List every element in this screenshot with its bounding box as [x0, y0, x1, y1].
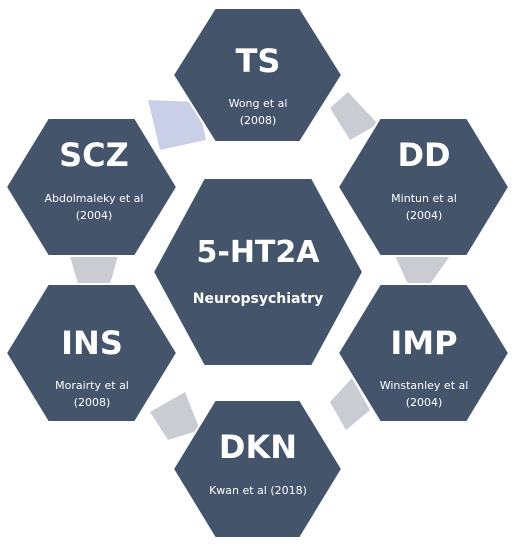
- center-subtitle: Neuropsychiatry: [193, 291, 323, 307]
- dd-ref-line2: (2004): [406, 209, 443, 222]
- dkn-ref-line1: Kwan et al (2018): [209, 484, 307, 497]
- ins-ref-line2: (2008): [74, 396, 111, 409]
- scz-ref-line2: (2004): [76, 209, 113, 222]
- center-title: 5-HT2A: [197, 235, 321, 270]
- ins-ref-line1: Morairty et al: [55, 379, 129, 392]
- hexagon-ins: INS Morairty et al (2008): [4, 283, 179, 423]
- scz-label: SCZ: [59, 136, 129, 174]
- hexagon-ts: TS Wong et al (2008): [171, 7, 344, 143]
- imp-ref-line2: (2004): [406, 396, 443, 409]
- dkn-label: DKN: [219, 428, 297, 466]
- connector-ts-dd: [330, 92, 378, 140]
- hexagon-dkn: DKN Kwan et al (2018): [171, 399, 344, 539]
- connector-scz-ts: [148, 100, 206, 150]
- ts-ref-line2: (2008): [240, 114, 277, 127]
- hexagon-dd: DD Mintun et al (2004): [336, 117, 511, 257]
- scz-ref-line1: Abdolmaleky et al: [45, 192, 144, 205]
- imp-label: IMP: [390, 324, 457, 362]
- dd-label: DD: [397, 136, 450, 174]
- connector-dd-imp: [395, 256, 450, 284]
- connectors: [70, 92, 450, 440]
- ins-label: INS: [61, 324, 123, 362]
- ts-label: TS: [236, 42, 281, 80]
- connector-imp-dkn: [330, 378, 370, 430]
- hexagon-center: 5-HT2A Neuropsychiatry: [151, 177, 365, 367]
- connector-ins-scz: [70, 256, 118, 284]
- connector-dkn-ins: [150, 392, 200, 440]
- hexagon-imp: IMP Winstanley et al (2004): [336, 283, 511, 423]
- dd-ref-line1: Mintun et al: [391, 192, 457, 205]
- imp-ref-line1: Winstanley et al: [380, 379, 469, 392]
- ts-ref-line1: Wong et al: [229, 97, 288, 110]
- hexagon-scz: SCZ Abdolmaleky et al (2004): [4, 117, 179, 257]
